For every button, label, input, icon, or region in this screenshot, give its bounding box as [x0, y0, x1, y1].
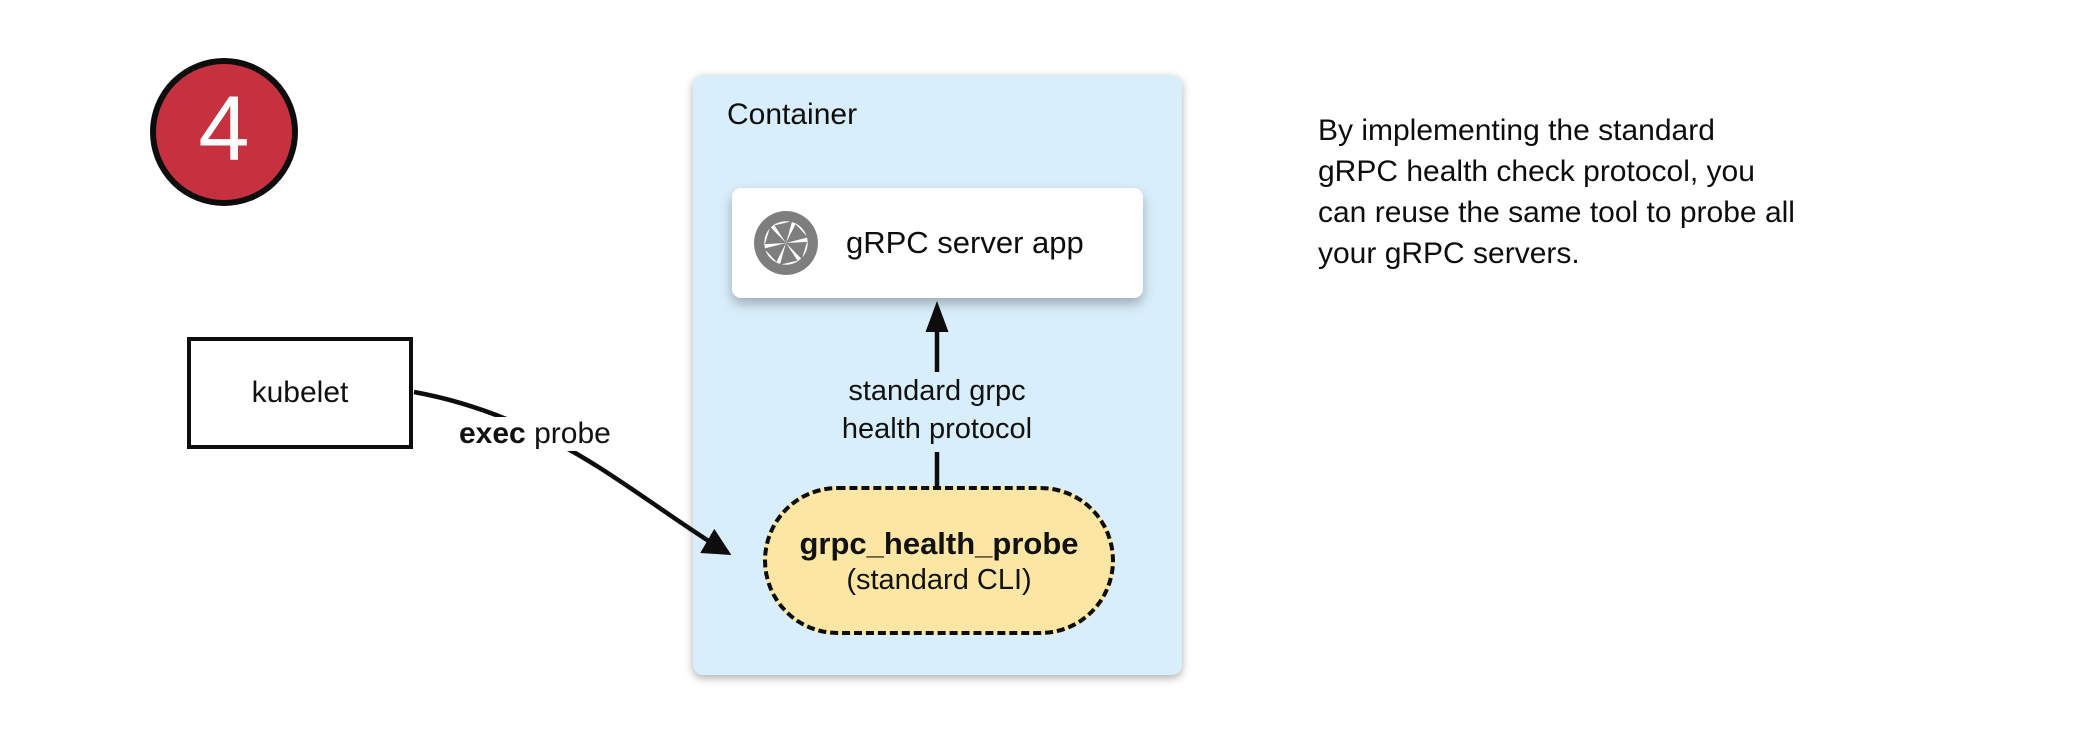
- exec-probe-label: exec probe: [455, 417, 615, 451]
- caption-line: gRPC health check protocol, you: [1318, 155, 1755, 188]
- grpc-server-app-box: gRPC server app: [732, 188, 1143, 298]
- grpc-server-app-label: gRPC server app: [846, 225, 1084, 260]
- exec-probe-label-bold: exec: [459, 417, 526, 450]
- grpc-health-probe-subtitle: (standard CLI): [846, 563, 1032, 596]
- caption: By implementing the standard gRPC health…: [1318, 110, 1795, 274]
- grpc-health-probe-title: grpc_health_probe: [799, 525, 1079, 561]
- health-protocol-label-line1: standard grpc: [848, 375, 1026, 407]
- health-protocol-label-line2: health protocol: [841, 413, 1033, 445]
- exec-probe-label-rest: probe: [534, 417, 611, 450]
- kubelet-label: kubelet: [251, 376, 349, 409]
- container-label: Container: [727, 98, 858, 131]
- caption-line: can reuse the same tool to probe all: [1318, 196, 1795, 229]
- aperture-icon: [754, 211, 818, 275]
- step-number: 4: [198, 78, 250, 180]
- step-badge: 4: [150, 58, 298, 206]
- caption-line: your gRPC servers.: [1318, 237, 1580, 270]
- health-protocol-label: standard grpc health protocol: [842, 372, 1032, 448]
- grpc-health-probe-pill: grpc_health_probe (standard CLI): [763, 486, 1115, 635]
- kubelet-box: kubelet: [187, 337, 413, 449]
- caption-line: By implementing the standard: [1318, 114, 1715, 147]
